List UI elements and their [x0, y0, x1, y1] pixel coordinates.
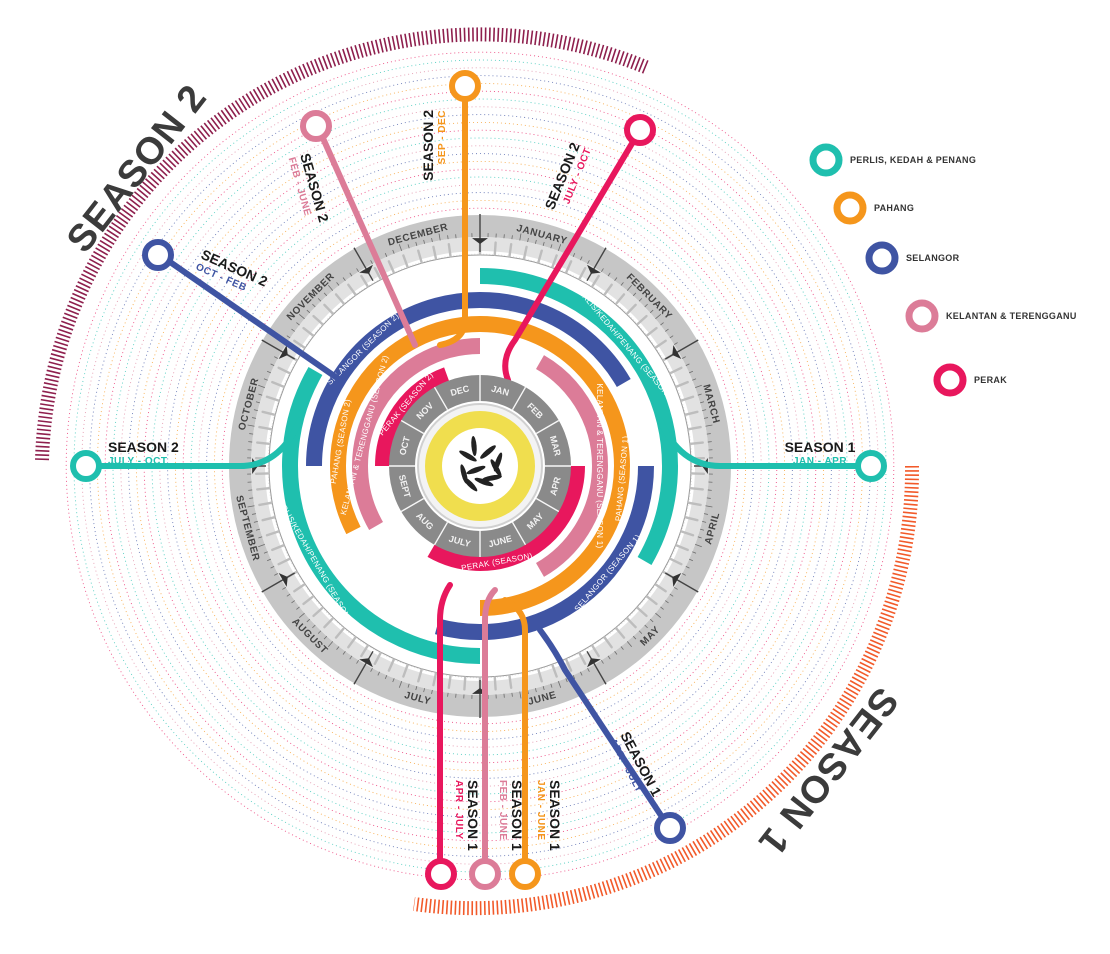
- svg-text:SEASON 1: SEASON 1: [547, 780, 563, 851]
- timeline-node-pahang-s1: [512, 861, 538, 887]
- timeline-node-perak-s1: [428, 861, 454, 887]
- timeline-node-perlis-s2: [73, 453, 99, 479]
- legend-label: PAHANG: [874, 203, 914, 213]
- legend-swatch: [813, 147, 839, 173]
- svg-text:JAN - JUNE: JAN - JUNE: [535, 780, 546, 841]
- svg-text:SEASON 1: SEASON 1: [465, 780, 481, 851]
- legend-label: KELANTAN & TERENGGANU: [946, 311, 1077, 321]
- svg-text:SEASON 2: SEASON 2: [420, 110, 436, 181]
- legend: PERLIS, KEDAH & PENANG PAHANG SELANGOR KELA…: [813, 147, 1077, 393]
- legend-item-kelantan: KELANTAN & TERENGGANU: [909, 303, 1077, 329]
- legend-swatch: [869, 245, 895, 271]
- legend-label: PERLIS, KEDAH & PENANG: [850, 155, 976, 165]
- legend-item-perlis: PERLIS, KEDAH & PENANG: [813, 147, 976, 173]
- timeline-node-kelantan-s1: [472, 861, 498, 887]
- timeline-node-pahang-s2: [452, 73, 478, 99]
- svg-text:JULY - OCT: JULY - OCT: [108, 456, 167, 467]
- timeline-node-kelantan-s2: [303, 113, 329, 139]
- svg-text:SEASON 1: SEASON 1: [785, 439, 856, 455]
- legend-swatch: [837, 195, 863, 221]
- legend-item-selangor: SELANGOR: [869, 245, 960, 271]
- svg-text:APR - JULY: APR - JULY: [453, 780, 464, 840]
- timeline-node-perak-s2: [627, 117, 653, 143]
- ring-label-kelantan-s1: KELANTAN & TERENGGANU (SEASON 1): [595, 384, 604, 549]
- legend-label: SELANGOR: [906, 253, 960, 263]
- svg-text:JAN - APR: JAN - APR: [793, 456, 847, 467]
- legend-item-perak: PERAK: [937, 367, 1007, 393]
- legend-item-pahang: PAHANG: [837, 195, 914, 221]
- legend-swatch: [909, 303, 935, 329]
- legend-swatch: [937, 367, 963, 393]
- svg-text:SEASON 2: SEASON 2: [108, 439, 179, 455]
- timeline-node-selangor-s2: [145, 242, 171, 268]
- season2-big-label: SEASON 2: [59, 77, 215, 261]
- timeline-node-perlis-s1: [858, 453, 884, 479]
- svg-text:FEB - JUNE: FEB - JUNE: [497, 780, 508, 841]
- legend-label: PERAK: [974, 375, 1007, 385]
- timeline-node-selangor-s1: [657, 815, 683, 841]
- svg-text:SEP - DEC: SEP - DEC: [437, 110, 448, 164]
- season1-big-label: SEASON 1: [750, 679, 906, 863]
